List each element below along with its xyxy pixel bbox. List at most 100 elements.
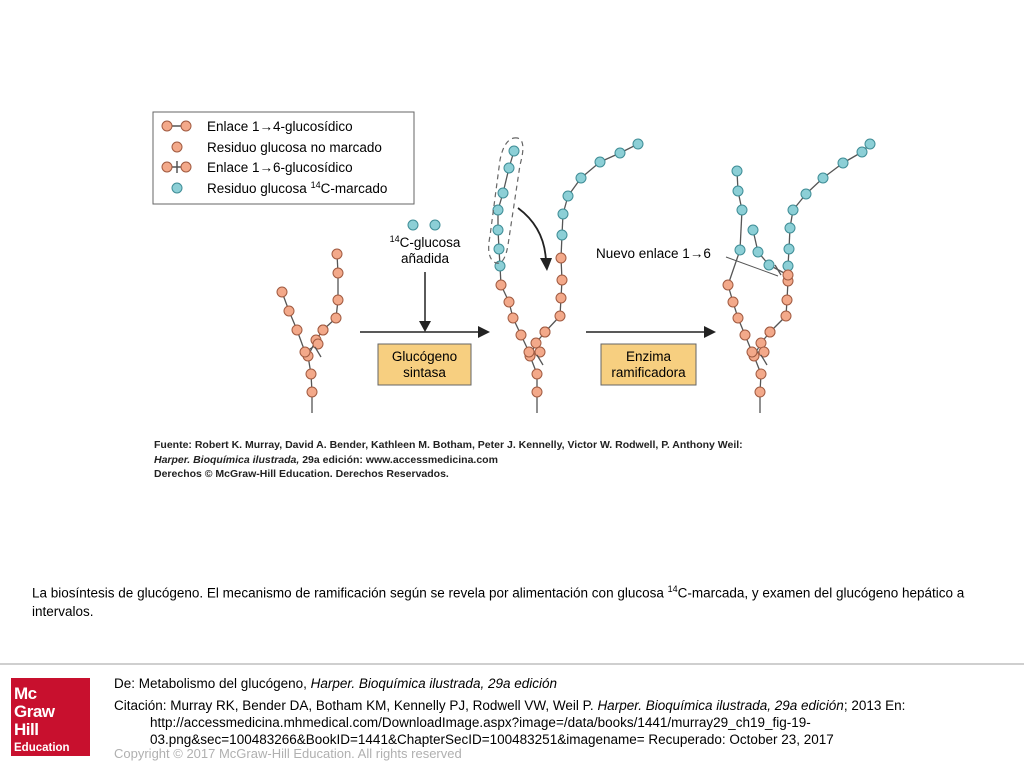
logo-line-4: Education (14, 742, 70, 754)
process-arrow-2 (586, 326, 716, 338)
s2-left-residue (493, 243, 505, 255)
s2-right-residue (555, 292, 567, 304)
enzyme-box-branching-enzyme: Enzima ramificadora (600, 343, 697, 386)
s1-trunk-residue (305, 368, 317, 380)
s3-left-residue (758, 346, 770, 358)
legend-text-14: Enlace 1→4-glucosídico (207, 119, 353, 134)
enzyme-box-glycogen-synthase: Glucógeno sintasa (377, 343, 472, 386)
s2-left-residue (503, 296, 515, 308)
citation-line-3: 03.png&sec=100483266&BookID=1441&Chapter… (150, 732, 834, 747)
s2-left-residue (507, 312, 519, 324)
enzyme-2-line-1: Enzima (626, 349, 672, 364)
s2-right-residue (575, 172, 587, 184)
legend-text-16: Enlace 1→6-glucosídico (207, 160, 353, 175)
s2-right-residue (562, 190, 574, 202)
s3-left-residue (736, 204, 748, 216)
s3-right-residue (784, 222, 796, 234)
s3-trunk-residue (755, 337, 767, 349)
s2-right-residue (554, 310, 566, 322)
s3-right-residue (781, 294, 793, 306)
s1-right-residue (331, 248, 343, 260)
s1-left-residue (299, 346, 311, 358)
s3-right-residue (783, 243, 795, 255)
s1-left-residue (312, 338, 324, 350)
s1-left-residue (283, 305, 295, 317)
s3-left-residue (739, 329, 751, 341)
s2-left-residue (497, 187, 509, 199)
s3-newbranch-residue (763, 259, 775, 271)
s1-left-residue (276, 286, 288, 298)
s2-trunk-residue (531, 386, 543, 398)
s3-newbranch-residue (747, 224, 759, 236)
s3-right-residue (817, 172, 829, 184)
s3-trunk-residue (754, 386, 766, 398)
s2-right-residue (556, 274, 568, 286)
citation-line-2: http://accessmedicina.mhmedical.com/Down… (150, 715, 811, 730)
added-glucose-label-2: añadida (401, 251, 450, 266)
s3-right-residue (780, 310, 792, 322)
footer-divider (0, 663, 1024, 665)
copyright: Copyright © 2017 McGraw-Hill Education. … (114, 746, 462, 761)
s3-left-residue (732, 185, 744, 197)
s2-left-residue (492, 224, 504, 236)
s2-trunk-residue (530, 337, 542, 349)
legend-text-labeled: Residuo glucosa 14C-marcado (207, 180, 387, 196)
s1-trunk-residue (306, 386, 318, 398)
glycogen-chains (276, 138, 876, 413)
logo-line-1: Mc (14, 684, 37, 703)
s3-left-residue (734, 244, 746, 256)
legend-symbol-labeled (171, 182, 183, 194)
s3-left-residue (722, 279, 734, 291)
s1-right-residue (330, 312, 342, 324)
legend-symbol-16-bond (161, 161, 192, 173)
s3-right-residue (787, 204, 799, 216)
s2-left-residue (515, 329, 527, 341)
s3-right-residue (764, 326, 776, 338)
s2-right-residue (555, 252, 567, 264)
citation-line-1: Citación: Murray RK, Bender DA, Botham K… (114, 698, 906, 713)
legend-symbol-unlabeled (171, 141, 183, 153)
s3-right-residue (856, 146, 868, 158)
s3-newbranch-residue (752, 246, 764, 258)
enzyme-1-line-2: sintasa (403, 365, 446, 380)
legend-symbol-14-bond (161, 120, 192, 132)
s3-left-residue (727, 296, 739, 308)
figure-source-line-2: Harper. Bioquímica ilustrada, 29a edició… (154, 454, 498, 466)
s3-left-residue (732, 312, 744, 324)
cut-segment-outline (488, 137, 524, 264)
new-bond-label: Nuevo enlace 1→6 (596, 246, 711, 261)
added-glucose: 14C-glucosa añadida (390, 219, 461, 332)
s2-right-residue (594, 156, 606, 168)
s2-right-residue (557, 208, 569, 220)
s2-left-residue (534, 346, 546, 358)
s1-right-residue (332, 267, 344, 279)
source-line: De: Metabolismo del glucógeno, Harper. B… (114, 676, 558, 691)
s3-left-residue (731, 165, 743, 177)
s3-right-residue (837, 157, 849, 169)
figure-source-line-3: Derechos © McGraw-Hill Education. Derech… (154, 468, 449, 480)
s2-left-residue (508, 145, 520, 157)
enzyme-1-line-1: Glucógeno (392, 349, 457, 364)
glycogen-branching-diagram: Enlace 1→4-glucosídico Residuo glucosa n… (152, 111, 876, 480)
s1-left-residue (291, 324, 303, 336)
s3-right-residue (864, 138, 876, 150)
s1-right-residue (317, 324, 329, 336)
s1-right-residue (332, 294, 344, 306)
s3-right-residue (800, 188, 812, 200)
s2-left-residue (503, 162, 515, 174)
legend: Enlace 1→4-glucosídico Residuo glucosa n… (152, 111, 415, 205)
s3-trunk-residue (755, 368, 767, 380)
figure-source: Fuente: Robert K. Murray, David A. Bende… (154, 439, 743, 480)
legend-text-unlabeled: Residuo glucosa no marcado (207, 140, 382, 155)
s2-trunk-residue (531, 368, 543, 380)
logo-line-3: Hill (14, 720, 39, 739)
s2-left-residue (495, 279, 507, 291)
mcgraw-hill-logo: Mc Graw Hill Education (11, 678, 90, 756)
s2-left-residue (523, 346, 535, 358)
logo-line-2: Graw (14, 702, 55, 721)
figure-caption: La biosíntesis de glucógeno. El mecanism… (32, 584, 965, 619)
s3-newbranch-residue (782, 269, 794, 281)
s2-right-residue (539, 326, 551, 338)
added-glucose-label-1: 14C-glucosa (390, 234, 461, 250)
transfer-arrow (517, 207, 552, 271)
